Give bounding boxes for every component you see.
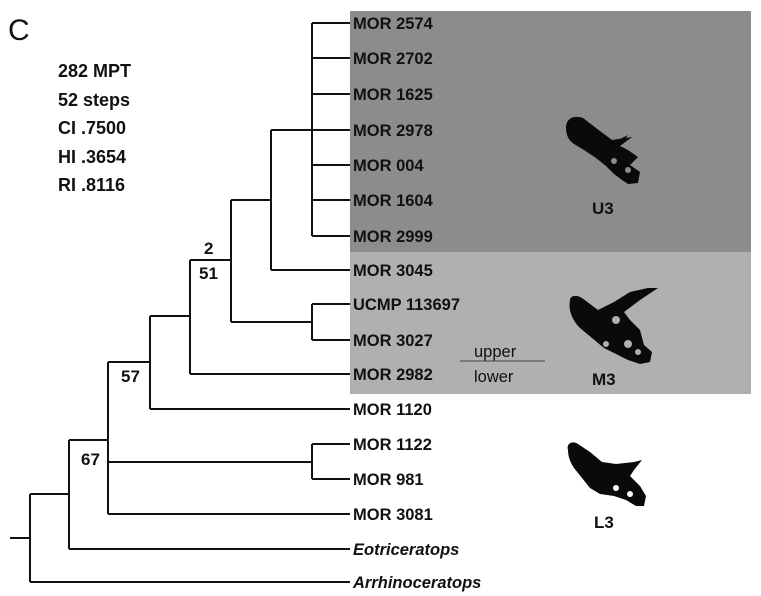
support-value-2: 2: [204, 239, 213, 258]
branch-node-67: [68, 439, 350, 550]
taxon-label: UCMP 113697: [353, 296, 460, 314]
taxon-label: MOR 2982: [353, 366, 433, 384]
stat-ri: RI .8116: [58, 175, 125, 195]
branch-ucmp-3027: [311, 303, 350, 341]
zone-label-m3: M3: [592, 370, 616, 389]
zone-label-l3: L3: [594, 513, 614, 532]
boundary-lower-label: lower: [474, 368, 514, 386]
panel-label: C: [8, 14, 30, 47]
zone-m3-background: [350, 252, 751, 394]
taxon-label: MOR 1120: [353, 401, 432, 419]
skull-silhouette-u3-icon: [566, 116, 640, 184]
taxon-label: MOR 004: [353, 157, 424, 175]
support-value-57: 57: [121, 367, 140, 386]
support-value-51: 51: [199, 264, 218, 283]
taxon-label: MOR 3027: [353, 332, 433, 350]
taxon-labels: MOR 2574 MOR 2702 MOR 1625 MOR 2978 MOR …: [352, 15, 481, 592]
taxon-label: MOR 2574: [353, 15, 434, 33]
taxon-label: MOR 2999: [353, 228, 433, 246]
tree-branches: [10, 22, 350, 583]
zone-label-u3: U3: [592, 199, 614, 218]
taxon-label: MOR 981: [353, 471, 424, 489]
taxon-label: MOR 1604: [353, 192, 434, 210]
taxon-label: MOR 3045: [353, 262, 433, 280]
branch-1122-981: [311, 443, 350, 480]
stat-ci: CI .7500: [58, 118, 126, 138]
taxon-label: MOR 3081: [353, 506, 433, 524]
stat-mpt: 282 MPT: [58, 61, 131, 81]
branch-node-3081: [107, 361, 350, 515]
branch-node-57: [149, 315, 350, 410]
stat-steps: 52 steps: [58, 90, 130, 110]
taxon-label: Arrhinoceratops: [352, 574, 481, 592]
taxon-label: Eotriceratops: [353, 541, 459, 559]
boundary-upper-label: upper: [474, 343, 517, 361]
taxon-label: MOR 1122: [353, 436, 432, 454]
taxon-label: MOR 1625: [353, 86, 433, 104]
branch-root: [10, 493, 350, 583]
support-value-67: 67: [81, 450, 100, 469]
taxon-label: MOR 2978: [353, 122, 433, 140]
stratigraphic-boundary: upper lower: [460, 343, 545, 386]
tree-statistics: 282 MPT 52 steps CI .7500 HI .3654 RI .8…: [58, 61, 131, 195]
stat-hi: HI .3654: [58, 147, 126, 167]
skull-silhouette-l3-icon: [567, 442, 646, 506]
branch-u3-clade: [311, 22, 350, 237]
node-support-values: 2 51 57 67: [81, 239, 218, 469]
zone-u3-background: [350, 11, 751, 252]
skull-silhouette-m3-icon: [569, 288, 658, 364]
taxon-label: MOR 2702: [353, 50, 433, 68]
